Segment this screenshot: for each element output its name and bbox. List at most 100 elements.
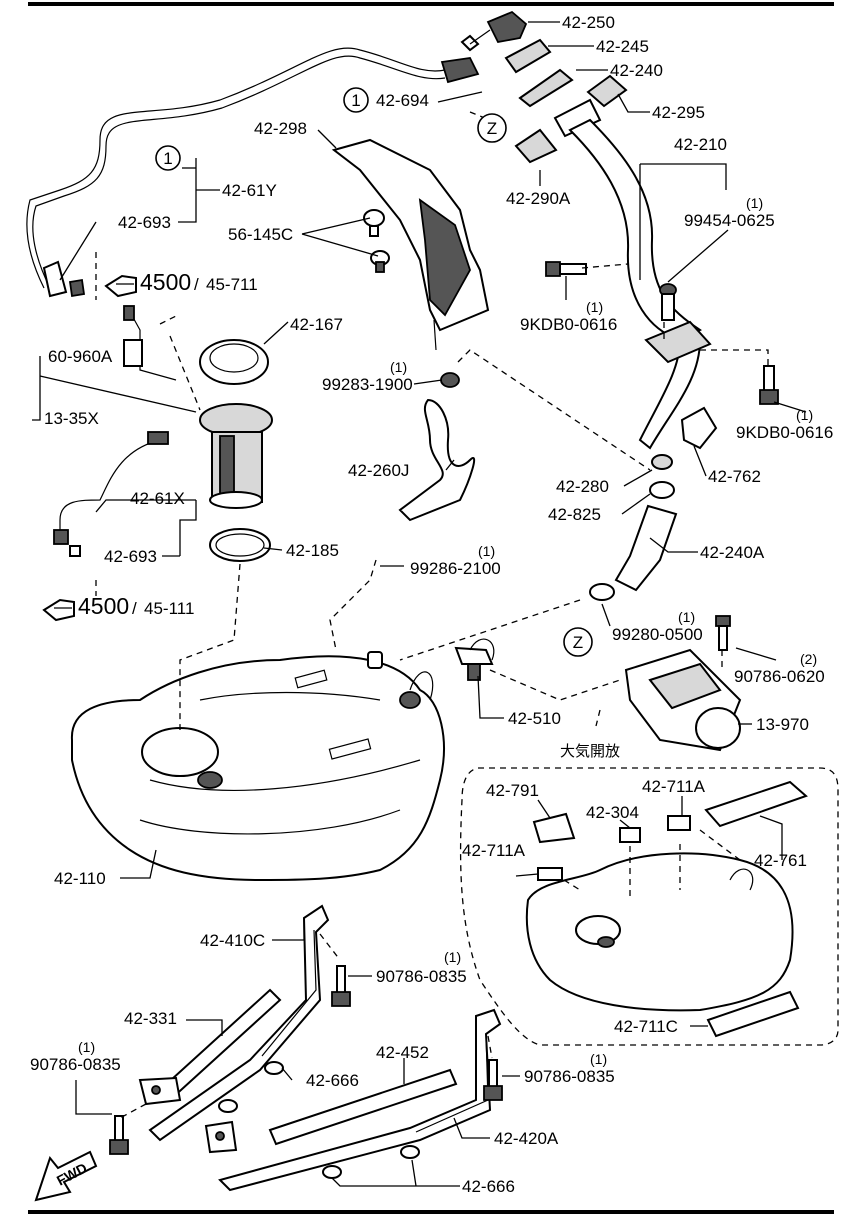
fuel-pump-13-35x bbox=[199, 403, 273, 509]
label-56-145C: 56-145C bbox=[228, 225, 293, 244]
note-vent: 大気開放 bbox=[560, 742, 620, 760]
fuel-tank-42-110 bbox=[70, 655, 445, 882]
label-42-245: 42-245 bbox=[596, 37, 649, 56]
label-42-290A: 42-290A bbox=[506, 189, 571, 208]
vent-tube-inner bbox=[32, 55, 446, 289]
ref-top-sep: / bbox=[194, 275, 199, 294]
qty-99280-0500: (1) bbox=[678, 609, 695, 625]
label-42-666-b: 42-666 bbox=[462, 1177, 515, 1196]
label-42-410C: 42-410C bbox=[200, 931, 265, 950]
label-42-761: 42-761 bbox=[754, 851, 807, 870]
qty-90786-0620: (2) bbox=[800, 651, 817, 667]
filler-pipe-lower bbox=[638, 339, 702, 450]
fwd-arrow: FWD bbox=[34, 1150, 98, 1202]
valve-42-510 bbox=[454, 638, 495, 681]
qty-99283-1900: (1) bbox=[390, 359, 407, 375]
label-90786-0620: 90786-0620 bbox=[734, 667, 825, 686]
inset-tank bbox=[525, 852, 794, 1012]
label-42-280: 42-280 bbox=[556, 477, 609, 496]
harness-42-61x bbox=[59, 439, 161, 530]
qty-90786-0835-a: (1) bbox=[444, 949, 461, 965]
washers-42-666 bbox=[218, 1061, 420, 1179]
label-13-35X: 13-35X bbox=[44, 409, 99, 428]
canister-13-970 bbox=[624, 648, 742, 752]
label-42-210: 42-210 bbox=[674, 135, 727, 154]
hose-42-240a bbox=[614, 504, 678, 592]
filler-bracket bbox=[644, 320, 712, 364]
label-42-240A: 42-240A bbox=[700, 543, 765, 562]
ref-top-sub: 45-711 bbox=[206, 275, 258, 294]
label-42-711C: 42-711C bbox=[614, 1017, 678, 1036]
label-42-240: 42-240 bbox=[610, 61, 663, 80]
clip-99283 bbox=[440, 372, 460, 388]
label-90786-0835-c: 90786-0835 bbox=[524, 1067, 615, 1086]
label-60-960A: 60-960A bbox=[48, 347, 113, 366]
label-42-61X: 42-61X bbox=[130, 489, 185, 508]
bracket-left bbox=[138, 1076, 238, 1154]
filler-pipe bbox=[568, 118, 702, 342]
hose-42-260j bbox=[398, 398, 476, 522]
label-42-260J: 42-260J bbox=[348, 461, 409, 480]
ref-mid-code: 4500 bbox=[78, 593, 129, 619]
label-42-762: 42-762 bbox=[708, 467, 761, 486]
qty-99454-0625: (1) bbox=[746, 195, 763, 211]
callout-circle-1-left bbox=[155, 145, 181, 171]
label-42-304: 42-304 bbox=[586, 803, 639, 822]
bolts-90786-0835 bbox=[109, 965, 503, 1155]
label-13-970: 13-970 bbox=[756, 715, 809, 734]
hand-pointer-icon bbox=[104, 274, 137, 298]
clip-56-145c bbox=[363, 209, 390, 273]
callout-circle-1-left-text: 1 bbox=[163, 149, 172, 168]
strap-42-410c bbox=[148, 904, 330, 1142]
label-90786-0835-b: 90786-0835 bbox=[30, 1055, 121, 1074]
label-42-295: 42-295 bbox=[652, 103, 705, 122]
filler-cap-group bbox=[460, 10, 628, 164]
ref-mid-sep: / bbox=[132, 599, 137, 618]
label-42-304 bbox=[619, 827, 641, 843]
clamp-42-825 bbox=[649, 481, 675, 499]
callout-circle-z-top-text: Z bbox=[487, 119, 497, 138]
label-42-250: 42-250 bbox=[562, 13, 615, 32]
tank-pump-hole bbox=[141, 727, 219, 777]
label-42-711a-top bbox=[667, 815, 691, 831]
label-99280-0500: 99280-0500 bbox=[612, 625, 703, 644]
lock-ring-42-167 bbox=[199, 339, 269, 385]
label-42-693-top: 42-693 bbox=[118, 213, 171, 232]
cap-42-762 bbox=[680, 406, 718, 450]
label-42-711A-b: 42-711A bbox=[462, 841, 526, 860]
label-42-791: 42-791 bbox=[486, 781, 539, 800]
inset-frame bbox=[459, 767, 839, 1046]
heat-shield-dark bbox=[418, 198, 471, 317]
qty-90786-0835-b: (1) bbox=[78, 1039, 95, 1055]
label-42-694: 42-694 bbox=[376, 91, 429, 110]
label-42-693-mid: 42-693 bbox=[104, 547, 157, 566]
label-42-452: 42-452 bbox=[376, 1043, 429, 1062]
clamp-99280 bbox=[589, 583, 615, 601]
label-42-61Y: 42-61Y bbox=[222, 181, 277, 200]
connector-60-960a bbox=[123, 339, 143, 367]
part-42-280 bbox=[651, 454, 673, 470]
strap-42-420a bbox=[218, 1008, 502, 1192]
callout-circle-z-bottom bbox=[563, 627, 593, 657]
ref-top-code: 4500 bbox=[140, 269, 191, 295]
label-90786-0835-a: 90786-0835 bbox=[376, 967, 467, 986]
heat-shield bbox=[331, 138, 490, 332]
qty-9KDB0-0616-b: (1) bbox=[796, 407, 813, 423]
bolt-90786-0620 bbox=[715, 615, 731, 651]
label-42-110: 42-110 bbox=[54, 869, 106, 888]
label-42-420A: 42-420A bbox=[494, 1129, 559, 1148]
label-42-510: 42-510 bbox=[508, 709, 561, 728]
label-42-825: 42-825 bbox=[548, 505, 601, 524]
label-42-711a-left bbox=[537, 867, 563, 881]
label-99286-2100: 99286-2100 bbox=[410, 559, 501, 578]
qty-90786-0835-c: (1) bbox=[590, 1051, 607, 1067]
vent-tube bbox=[26, 47, 446, 289]
label-9KDB0-0616-b: 9KDB0-0616 bbox=[736, 423, 833, 442]
label-99454-0625: 99454-0625 bbox=[684, 211, 775, 230]
vent-connector bbox=[440, 57, 480, 84]
label-42-185: 42-185 bbox=[286, 541, 339, 560]
label-42-761 bbox=[704, 780, 808, 828]
callout-circle-z-bottom-text: Z bbox=[573, 633, 583, 652]
qty-99286-2100: (1) bbox=[478, 543, 495, 559]
label-42-167: 42-167 bbox=[290, 315, 343, 334]
